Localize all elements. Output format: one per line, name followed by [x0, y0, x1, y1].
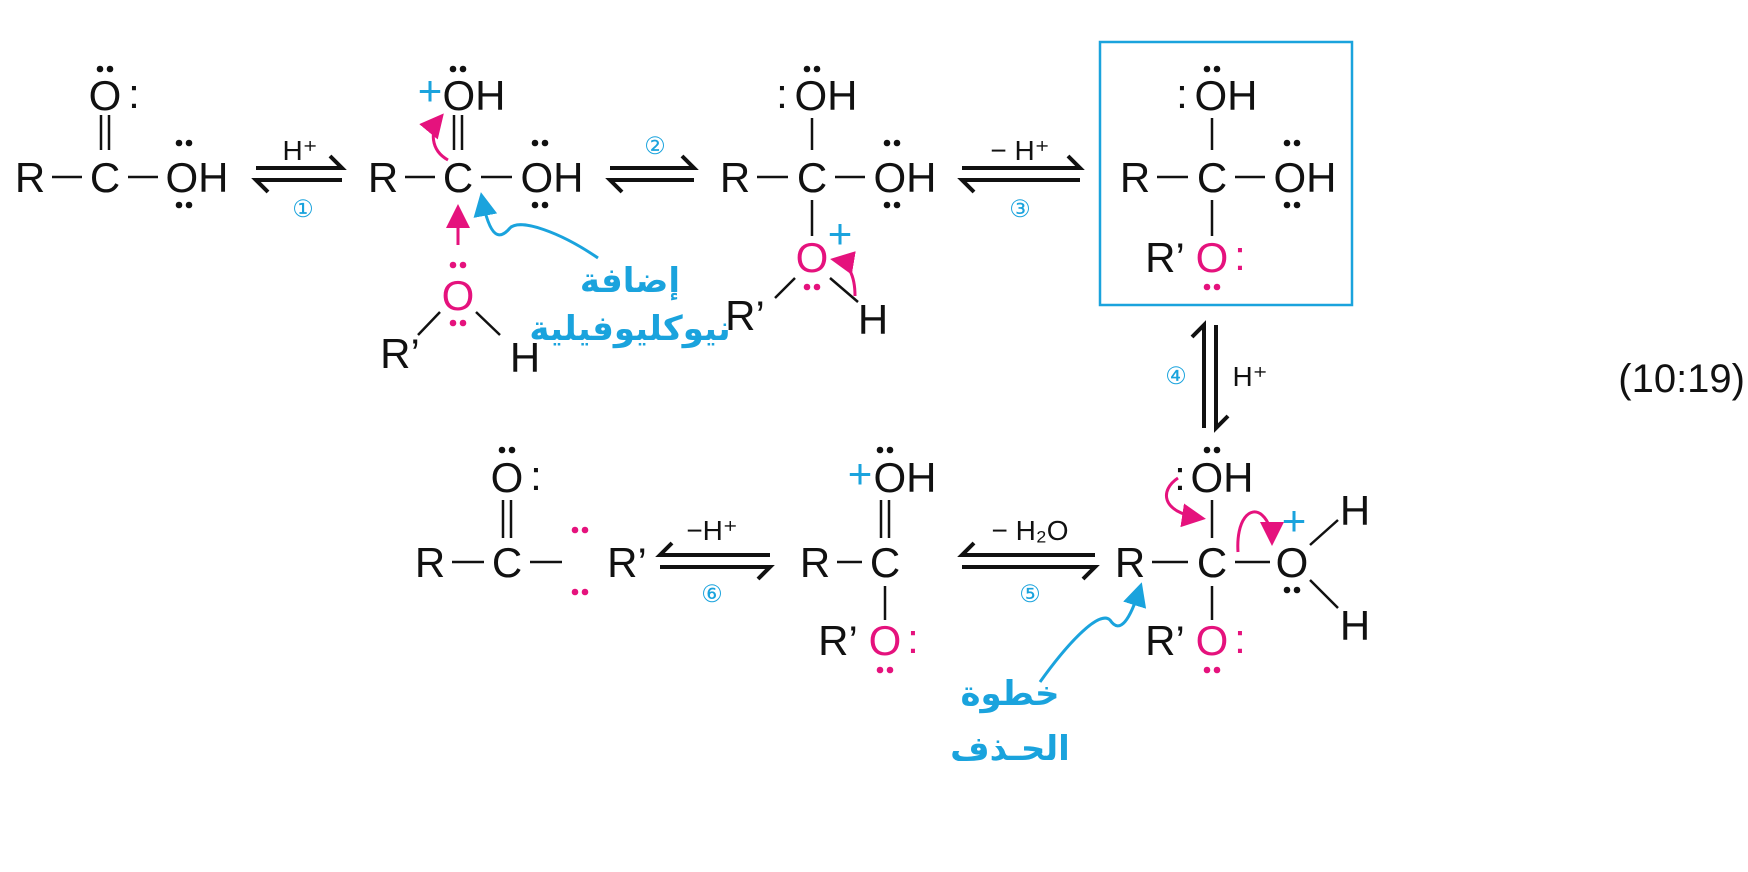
step-number-5: ⑤: [1019, 581, 1041, 608]
atom-h: H: [510, 334, 540, 381]
molecule-carboxylic-acid: R C OH O :: [15, 65, 229, 209]
atom-oh: OH: [874, 154, 937, 201]
molecule-protonated-ester: R C OH + R’ O :: [800, 446, 937, 674]
equilibrium-arrow-step-5: − H₂O ⑤: [957, 515, 1100, 608]
atom-r-prime: R’: [818, 617, 858, 664]
atom-r: R: [15, 154, 45, 201]
atom-h: H: [1340, 487, 1370, 534]
atom-oh-top: OH: [1195, 72, 1258, 119]
atom-r-prime: R’: [725, 292, 765, 339]
equation-number: (10:19): [1618, 357, 1745, 401]
atom-c: C: [870, 539, 900, 586]
atom-oh-protonated: OH: [874, 454, 937, 501]
atom-oh-top: OH: [1191, 454, 1254, 501]
positive-charge: +: [848, 450, 873, 497]
atom-r: R: [800, 539, 830, 586]
atom-r: R: [1120, 154, 1150, 201]
positive-charge: +: [828, 210, 853, 257]
atom-r: R: [720, 154, 750, 201]
equilibrium-arrow-step-2: ②: [605, 133, 699, 194]
atom-h: H: [1340, 602, 1370, 649]
lone-pair-colon: :: [776, 70, 788, 117]
atom-o-ether: O: [869, 617, 902, 664]
atom-o-oxonium: O: [1276, 539, 1309, 586]
atom-oh: OH: [521, 154, 584, 201]
atom-o-nucleophile: O: [442, 272, 475, 319]
step-number-4: ④: [1165, 363, 1187, 390]
atom-oh-top: OH: [795, 72, 858, 119]
atom-o: O: [491, 454, 524, 501]
molecule-tetrahedral-intermediate-protonated: R C OH OH : O + R’ H: [720, 65, 937, 343]
highlight-box: [1098, 40, 1354, 307]
lone-pair-colon: :: [907, 615, 919, 662]
lone-pair-colon: :: [530, 452, 542, 499]
atom-c: C: [797, 154, 827, 201]
atom-c: C: [1197, 539, 1227, 586]
molecule-protonated-acid: R C OH OH + O R’ H إضافة نيوكليوفيلية: [368, 65, 731, 381]
atom-o-ether: O: [1196, 617, 1229, 664]
reagent-minus-water: − H₂O: [992, 515, 1069, 546]
molecule-protonated-hydroxyl-intermediate: OH : R C O + H H R’ O : خطوة الحـذف: [950, 446, 1370, 769]
step-number-6: ⑥: [701, 581, 723, 608]
reagent-minus-h-plus: −H⁺: [686, 515, 737, 546]
reagent-minus-h-plus: − H⁺: [990, 135, 1049, 166]
atom-o: O: [89, 72, 122, 119]
annotation-nucleophilic-addition-1: إضافة: [580, 261, 680, 301]
equilibrium-arrow-step-4: ④ H⁺: [1165, 320, 1268, 433]
atom-r: R: [368, 154, 398, 201]
atom-oh: OH: [166, 154, 229, 201]
positive-charge: +: [418, 67, 443, 114]
atom-r-prime: R’: [607, 539, 647, 586]
equilibrium-arrow-step-6: −H⁺ ⑥: [655, 515, 775, 608]
atom-oh: OH: [1274, 154, 1337, 201]
atom-r-prime: R’: [1145, 234, 1185, 281]
atom-r-prime: R’: [380, 330, 420, 377]
atom-c: C: [492, 539, 522, 586]
step-number-3: ③: [1009, 196, 1031, 223]
atom-r: R: [1115, 539, 1145, 586]
reagent-h-plus: H⁺: [1233, 361, 1268, 392]
step-number-2: ②: [644, 133, 666, 160]
atom-c: C: [443, 154, 473, 201]
positive-charge: +: [1282, 497, 1307, 544]
molecule-ester: R C O : R’: [415, 446, 647, 596]
atom-r-prime: R’: [1145, 617, 1185, 664]
reagent-h-plus: H⁺: [283, 135, 318, 166]
lone-pair-colon: :: [1176, 70, 1188, 117]
atom-o-oxonium: O: [796, 234, 829, 281]
annotation-elimination-step-1: خطوة: [960, 674, 1059, 714]
annotation-elimination-step-2: الحـذف: [950, 729, 1070, 769]
atom-c: C: [90, 154, 120, 201]
atom-c: C: [1197, 154, 1227, 201]
lone-pair-colon: :: [1234, 232, 1246, 279]
annotation-nucleophilic-addition-2: نيوكليوفيلية: [529, 309, 730, 349]
atom-oh-protonated: OH: [443, 72, 506, 119]
step-number-1: ①: [292, 196, 314, 223]
atom-o-ether: O: [1196, 234, 1229, 281]
atom-h: H: [858, 296, 888, 343]
lone-pair-colon: :: [128, 70, 140, 117]
lone-pair-colon: :: [1234, 615, 1246, 662]
equilibrium-arrow-step-3: − H⁺ ③: [957, 135, 1085, 223]
atom-r: R: [415, 539, 445, 586]
molecule-tetrahedral-intermediate-boxed: R C OH OH : R’ O :: [1098, 40, 1354, 307]
lone-pair-colon: :: [1174, 452, 1186, 499]
equilibrium-arrow-step-1: H⁺ ①: [251, 135, 347, 223]
